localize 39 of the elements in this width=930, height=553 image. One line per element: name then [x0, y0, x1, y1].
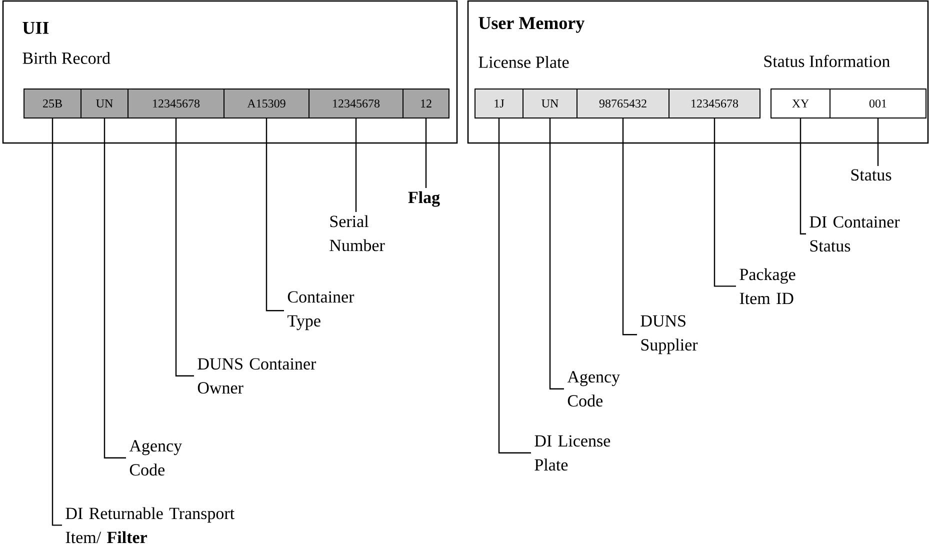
panel-title: UII: [22, 22, 49, 34]
field-cell: A15309: [224, 88, 310, 118]
field-cell: 12345678: [668, 88, 760, 118]
leader-line: [877, 118, 879, 166]
section-heading: License Plate: [478, 56, 569, 68]
field-label: DUNS Supplier: [640, 315, 698, 354]
leader-line: [714, 118, 736, 287]
field-cell: XY: [770, 88, 830, 118]
leader-line: [266, 118, 284, 312]
leader-line: [355, 118, 357, 212]
field-cell: 12: [402, 88, 450, 118]
leader-line: [800, 118, 806, 234]
leader-line: [52, 118, 62, 526]
leader-line: [104, 118, 126, 458]
section-heading: Status Information: [764, 54, 890, 68]
field-label: Container Type: [288, 291, 354, 330]
field-label: Serial Number: [330, 215, 385, 252]
leader-line: [498, 118, 531, 454]
leader-line: [175, 118, 194, 376]
field-label: DI Container Status: [810, 216, 900, 252]
field-cell: 001: [830, 88, 926, 118]
field-label: Package Item ID: [740, 268, 796, 304]
field-label: Flag: [408, 191, 440, 207]
field-cell: 1J: [474, 88, 524, 118]
field-cell: UN: [80, 88, 128, 118]
leader-line: [622, 118, 637, 336]
field-label: DUNS Container Owner: [198, 358, 316, 394]
field-label: Agency Code: [129, 440, 182, 476]
field-cell: 25B: [24, 88, 82, 118]
field-label: DI License Plate: [534, 435, 610, 471]
section-heading: Birth Record: [22, 52, 110, 64]
field-label: Status: [851, 169, 892, 181]
leader-line: [425, 118, 427, 188]
field-label: DI Returnable Transport Item/ Filter: [66, 507, 234, 544]
field-cell: UN: [522, 88, 578, 118]
field-cell: 98765432: [576, 88, 670, 118]
panel-title: User Memory: [478, 17, 584, 33]
field-label: Agency Code: [567, 371, 620, 407]
leader-line: [549, 118, 564, 390]
